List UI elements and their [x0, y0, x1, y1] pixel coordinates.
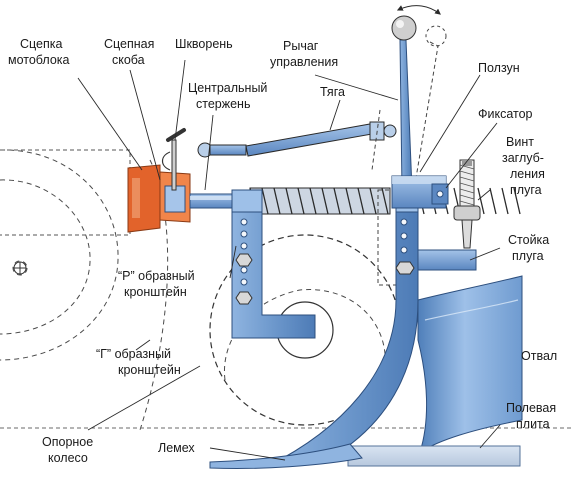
kingpin — [171, 139, 177, 191]
moldboard — [417, 275, 523, 454]
label-rychag: Рычаг управления — [270, 39, 338, 69]
adjustment-screw — [249, 187, 521, 215]
p-bracket-holes — [240, 218, 248, 286]
label-vint: Винт заглуб- ления плуга — [502, 135, 548, 197]
label-shkvoren: Шкворень — [175, 37, 233, 51]
label-g-kronshtein: “Г” образный кронштейн — [96, 347, 181, 377]
field-plate — [347, 445, 521, 467]
central-rod — [189, 193, 241, 209]
label-polzun: Ползун — [478, 61, 520, 75]
p-bracket-nuts — [235, 253, 253, 305]
label-r-kronshtein: “Р” образный кронштейн — [118, 269, 198, 299]
label-opornoe-koleso: Опорное колесо — [42, 435, 97, 465]
slider — [391, 175, 449, 209]
label-otval: Отвал — [521, 349, 557, 363]
label-fiksator: Фиксатор — [478, 107, 533, 121]
post-nut — [395, 261, 415, 275]
label-stoyka: Стойка плуга — [508, 233, 553, 263]
labels: Сцепка мотоблока Сцепная скоба Шкворень … — [8, 37, 560, 465]
ploughshare — [209, 443, 363, 470]
label-tsentralny-sterzhen: Центральный стержень — [188, 81, 271, 111]
center-mark — [13, 261, 27, 275]
depth-bar — [417, 249, 477, 271]
label-stsepka-motobloka: Сцепка мотоблока — [8, 37, 70, 67]
pull-rod — [197, 121, 397, 158]
depth-screw — [453, 159, 481, 249]
control-lever — [371, 5, 447, 191]
label-tyaga: Тяга — [320, 85, 345, 99]
label-polevaya-plita: Полевая плита — [506, 401, 560, 431]
post-holes — [400, 218, 408, 254]
label-lemeh: Лемех — [158, 441, 195, 455]
hitch-assembly — [127, 128, 191, 233]
leader-lines — [77, 59, 501, 461]
label-stsepnaya-skoba: Сцепная скоба — [104, 37, 158, 67]
motoblock-frame-outline — [0, 149, 131, 236]
wheel-outlines — [0, 149, 386, 431]
p-bracket — [231, 189, 316, 339]
